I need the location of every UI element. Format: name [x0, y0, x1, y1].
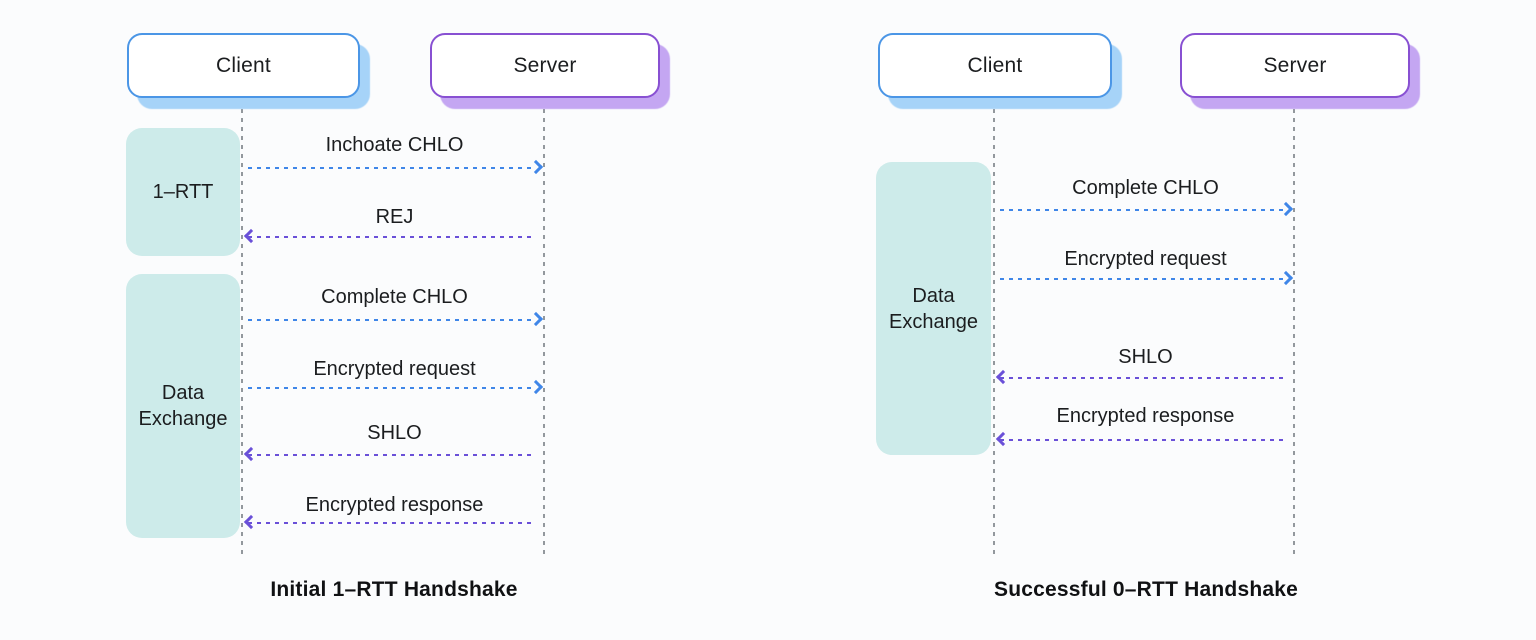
message-arrow-line — [248, 236, 535, 238]
arrowhead-right-icon — [1278, 201, 1294, 217]
diagram-caption: Successful 0–RTT Handshake — [994, 578, 1298, 601]
message-arrow-line — [248, 167, 535, 169]
message-label: Encrypted response — [1056, 404, 1235, 427]
lifeline-client — [241, 100, 243, 558]
actor-label-server: Server — [1263, 53, 1327, 77]
message-label: Encrypted request — [1064, 247, 1227, 270]
message-arrow-line — [1000, 278, 1285, 280]
lifeline-server — [543, 100, 545, 558]
phase-label: Data Exchange — [138, 382, 228, 430]
phase-label: 1–RTT — [152, 181, 214, 203]
arrowhead-left-icon — [995, 431, 1011, 447]
message-label: REJ — [375, 205, 414, 228]
message-arrow-line — [248, 522, 535, 524]
phase-box: Data Exchange — [126, 274, 240, 538]
message-label: SHLO — [367, 421, 422, 444]
message-label: SHLO — [1118, 345, 1173, 368]
message-label: Complete CHLO — [321, 285, 468, 308]
message-label: Inchoate CHLO — [325, 133, 464, 156]
lifeline-server — [1293, 100, 1295, 558]
actor-box-server: Server — [430, 33, 660, 98]
message-arrow-line — [1000, 439, 1285, 441]
lifeline-client — [993, 100, 995, 558]
actor-box-client: Client — [127, 33, 360, 98]
actor-box-server: Server — [1180, 33, 1410, 98]
actor-box-client: Client — [878, 33, 1112, 98]
message-arrow-line — [248, 319, 535, 321]
message-arrow-line — [1000, 209, 1285, 211]
diagram-caption: Initial 1–RTT Handshake — [270, 578, 518, 601]
actor-label-client: Client — [216, 53, 271, 77]
message-label: Complete CHLO — [1072, 176, 1219, 199]
message-label: Encrypted request — [313, 357, 476, 380]
message-arrow-line — [248, 387, 535, 389]
phase-label: Data Exchange — [889, 284, 978, 333]
phase-box: 1–RTT — [126, 128, 240, 256]
arrowhead-left-icon — [995, 369, 1011, 385]
actor-label-client: Client — [967, 53, 1023, 77]
message-arrow-line — [1000, 377, 1285, 379]
phase-box: Data Exchange — [876, 162, 991, 455]
message-label: Encrypted response — [305, 493, 484, 516]
actor-label-server: Server — [513, 53, 577, 77]
message-arrow-line — [248, 454, 535, 456]
